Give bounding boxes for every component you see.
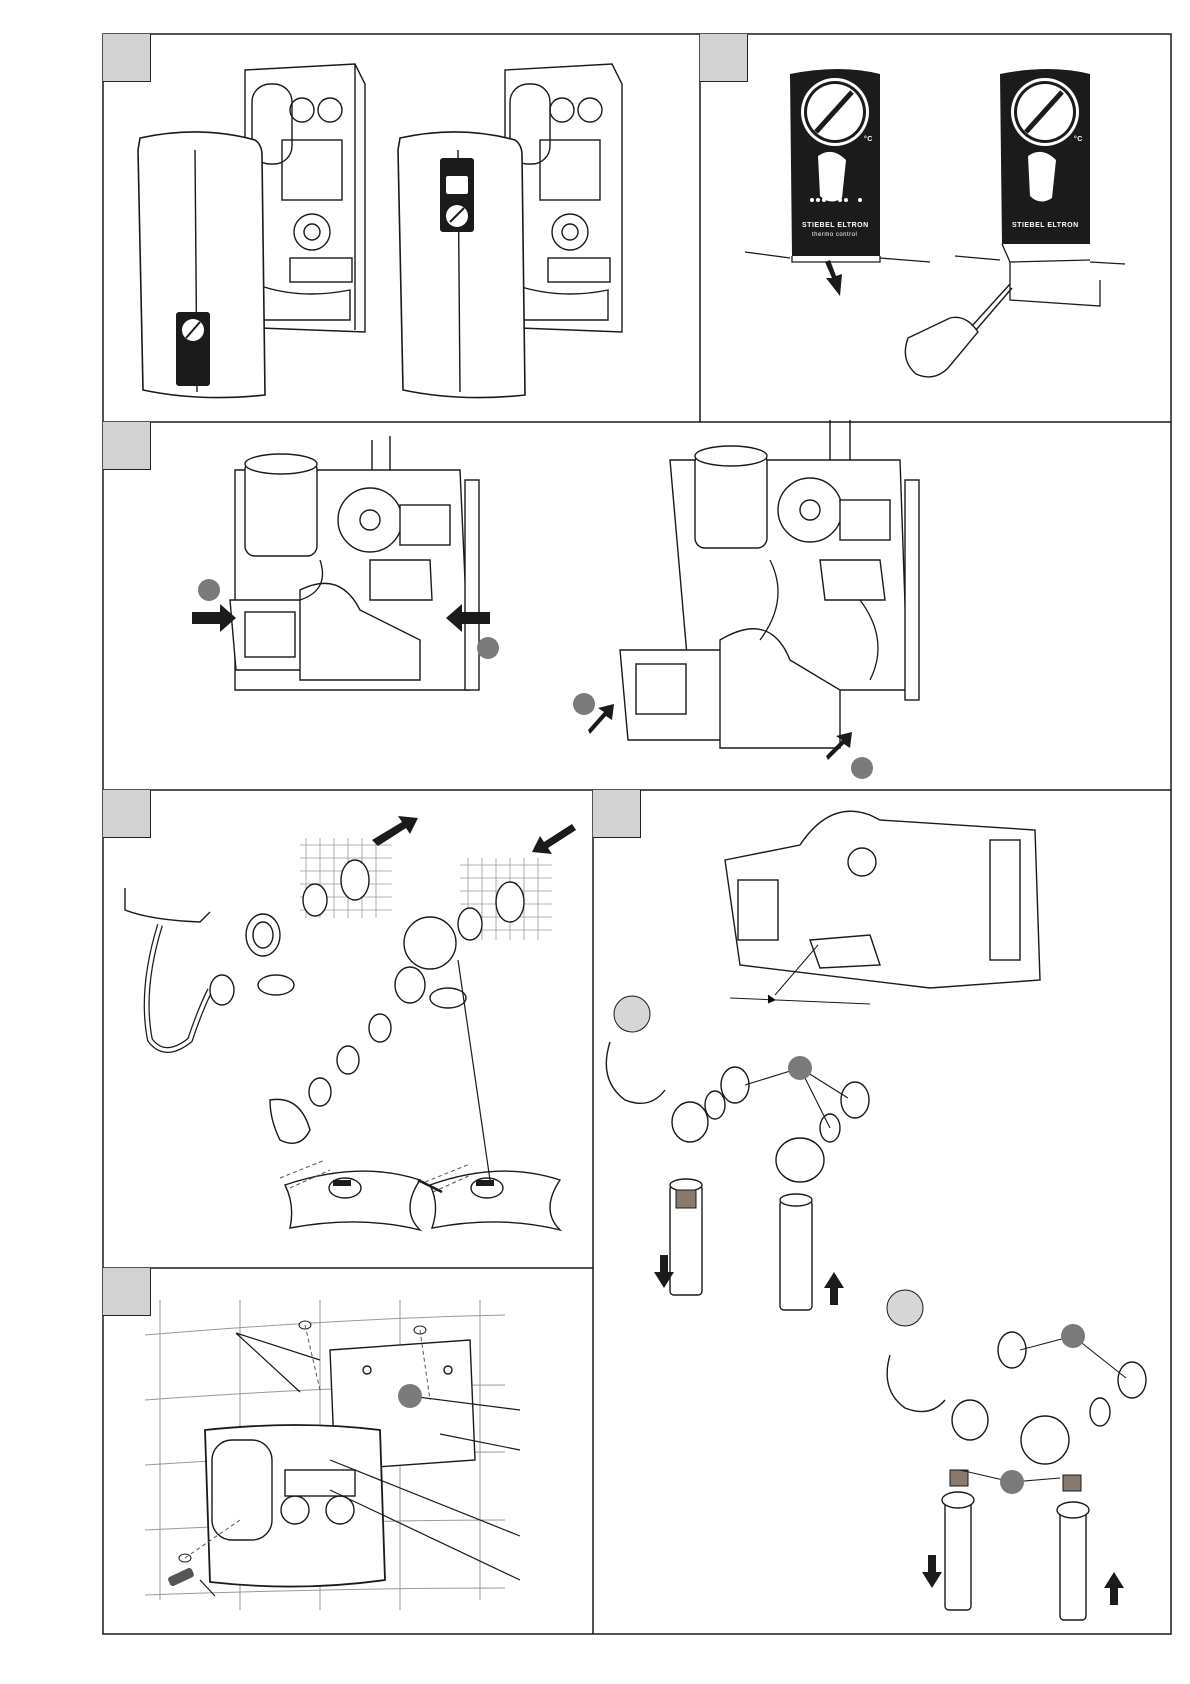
panel-6-wall-mounting — [0, 0, 1190, 1684]
instruction-sheet: STIEBEL ELTRON thermo control STIEBEL EL… — [0, 0, 1190, 1684]
